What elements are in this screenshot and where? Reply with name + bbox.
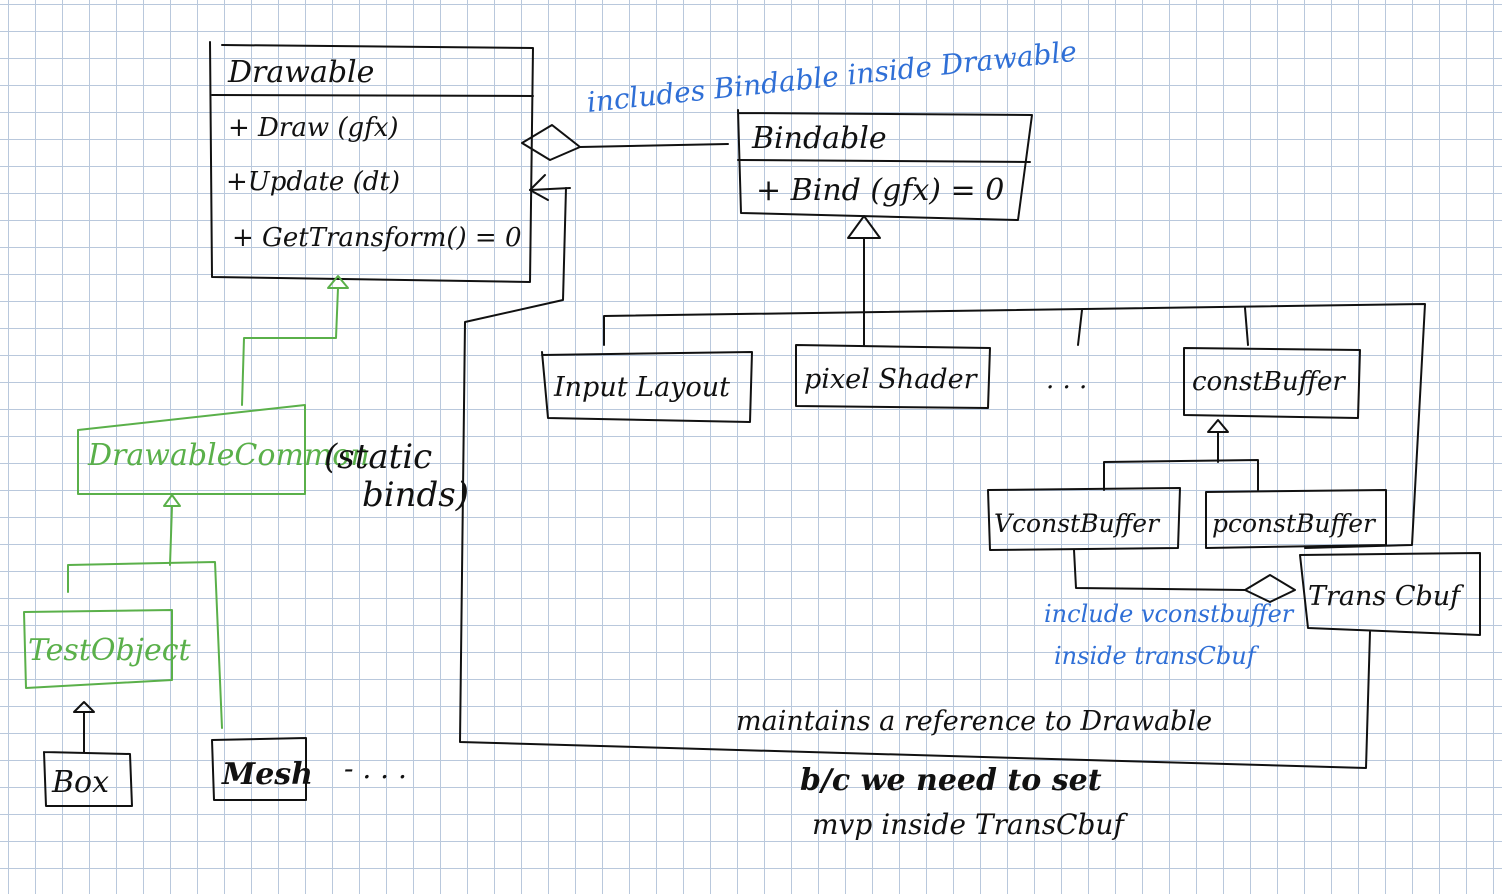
test-object-box bbox=[23, 609, 173, 689]
pixel-shader-box bbox=[795, 344, 991, 409]
drawable-common-inheritance-triangle bbox=[163, 494, 181, 507]
test-object-label: TestObject bbox=[28, 633, 192, 668]
reference-arrowhead bbox=[529, 174, 549, 201]
testobject-inheritance-triangle bbox=[73, 701, 95, 713]
drawable-box bbox=[209, 41, 534, 283]
mesh-label: Mesh bbox=[221, 757, 313, 792]
bindable-class: Bindable + Bind (gfx) = 0 bbox=[737, 109, 1033, 221]
drawable-method-draw: + Draw (gfx) bbox=[228, 113, 399, 143]
aggregation-diamond-transcbuf bbox=[1244, 574, 1296, 603]
box-label: Box bbox=[51, 765, 109, 800]
input-layout-box bbox=[541, 351, 753, 423]
drawable-common-label: DrawableCommon bbox=[87, 438, 370, 473]
trans-cbuf-label: Trans Cbuf bbox=[1308, 581, 1464, 612]
drawable-common-hierarchy: DrawableCommon TestObject bbox=[23, 275, 370, 729]
pixel-shader-class: pixel Shader bbox=[795, 344, 991, 409]
maintains-reference-note: maintains a reference to Drawable bbox=[736, 706, 1212, 737]
const-buffer-label: constBuffer bbox=[1192, 367, 1346, 397]
bindable-inheritance-triangle bbox=[847, 215, 881, 239]
drawable-method-gettransform: + GetTransform() = 0 bbox=[232, 223, 522, 253]
static-binds-note-line2: binds) bbox=[362, 475, 469, 515]
bindable-ellipsis: . . . bbox=[1046, 365, 1087, 395]
pconst-buffer-box bbox=[1205, 489, 1387, 549]
pixel-shader-label: pixel Shader bbox=[804, 364, 979, 395]
vconst-buffer-label: VconstBuffer bbox=[994, 509, 1161, 538]
const-buffer-class: constBuffer bbox=[1183, 347, 1361, 419]
drawable-method-update: +Update (dt) bbox=[226, 167, 400, 197]
trans-cbuf-class: Trans Cbuf bbox=[1299, 552, 1481, 636]
drawable-title: Drawable bbox=[227, 55, 374, 90]
include-vconst-note-line2: inside transCbuf bbox=[1054, 642, 1260, 670]
includes-bindable-note: includes Bindable inside Drawable bbox=[585, 35, 1078, 119]
vconst-transcbuf-link bbox=[1073, 549, 1246, 591]
pconst-buffer-label: pconstBuffer bbox=[1212, 509, 1377, 538]
vconst-buffer-box bbox=[987, 487, 1181, 551]
mesh-box bbox=[211, 737, 307, 801]
drawable-common-inheritance-stem bbox=[169, 505, 173, 566]
input-layout-label: Input Layout bbox=[553, 372, 730, 403]
static-binds-note-line1: (static bbox=[324, 437, 432, 477]
pconst-buffer-class: pconstBuffer bbox=[1205, 489, 1387, 549]
drawable-divider bbox=[211, 94, 534, 97]
constbuffer-inheritance-triangle bbox=[1207, 419, 1229, 433]
bindable-branch-ellipsis bbox=[1077, 309, 1083, 346]
reference-arrow-shaft bbox=[529, 187, 571, 191]
drawable-bindable-link bbox=[579, 143, 729, 148]
reference-loop-line bbox=[459, 187, 1371, 769]
reason-note-line2: mvp inside TransCbuf bbox=[812, 808, 1128, 841]
trans-cbuf-box bbox=[1299, 552, 1481, 636]
include-vconst-note-line1: include vconstbuffer bbox=[1044, 600, 1295, 628]
bindable-title: Bindable bbox=[751, 121, 887, 156]
drawable-common-box bbox=[77, 404, 306, 495]
drawable-common-children-bus bbox=[67, 561, 223, 729]
vconst-buffer-class: VconstBuffer bbox=[987, 487, 1181, 551]
reason-note-line1: b/c we need to set bbox=[800, 763, 1102, 798]
bindable-divider bbox=[737, 159, 1031, 163]
drawable-inheritance-triangle bbox=[327, 275, 349, 289]
box-box bbox=[43, 751, 133, 807]
input-layout-class: Input Layout bbox=[541, 351, 753, 423]
drawable-class: Drawable + Draw (gfx) +Update (dt) + Get… bbox=[209, 41, 534, 283]
constbuffer-children-bus bbox=[1103, 459, 1259, 491]
const-buffer-box bbox=[1183, 347, 1361, 419]
drawable-common-link bbox=[241, 287, 339, 406]
box-class: Box bbox=[43, 751, 133, 807]
mesh-ellipsis: - . . . bbox=[344, 752, 407, 785]
bindable-box bbox=[737, 109, 1033, 221]
bindable-branch-constbuffer bbox=[1244, 307, 1249, 346]
bindable-method-bind: + Bind (gfx) = 0 bbox=[756, 173, 1004, 208]
mesh-class: Mesh bbox=[211, 737, 313, 801]
